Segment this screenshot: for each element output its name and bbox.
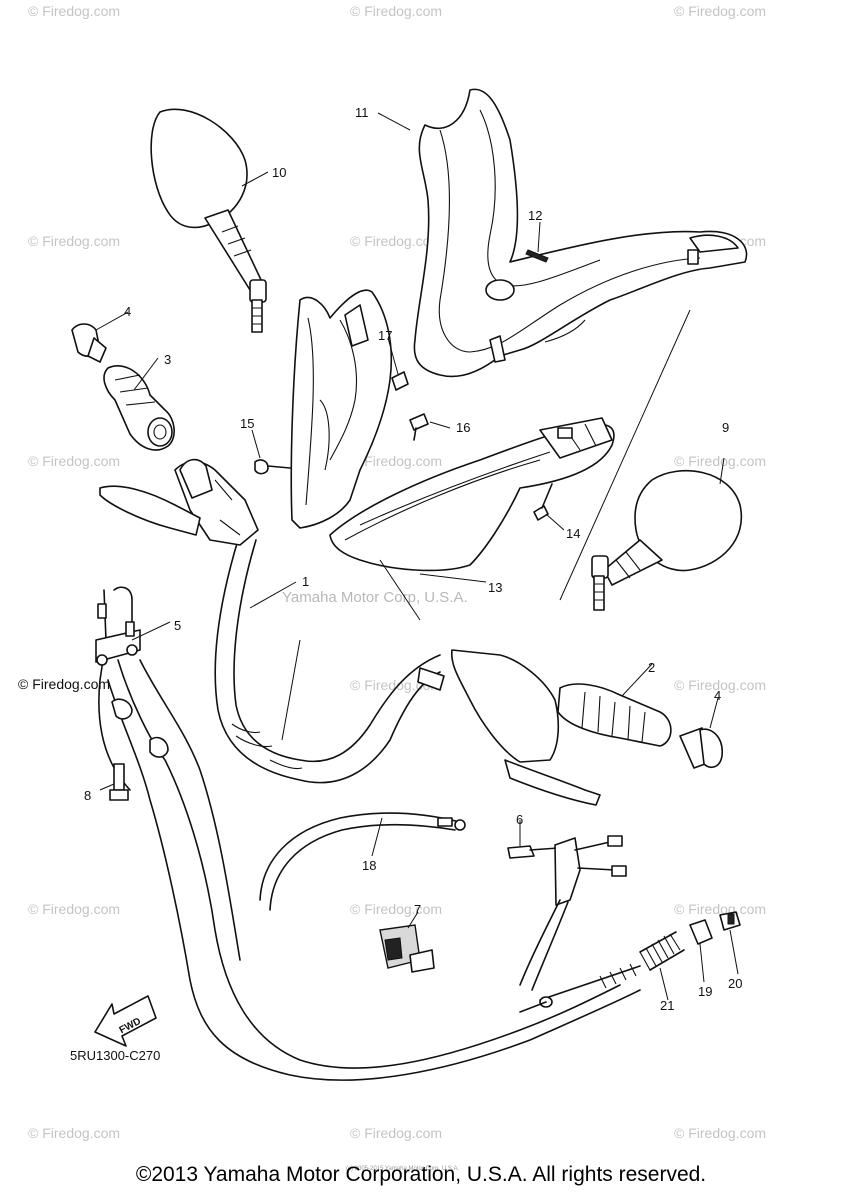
fwd-arrow-icon: FWD bbox=[94, 995, 157, 1047]
tiny-note: (c) 2005-2015 Yamaha Motor Corp, U.S.A. bbox=[346, 1166, 459, 1172]
spring-21 bbox=[639, 931, 685, 971]
switch-7 bbox=[379, 924, 435, 973]
right-grip-assembly bbox=[450, 649, 723, 806]
watermark: © Firedog.com bbox=[28, 901, 120, 917]
part-number: 17 bbox=[378, 328, 392, 343]
part-number: 4 bbox=[124, 304, 131, 319]
watermark-layer: © Firedog.com © Firedog.com © Firedog.co… bbox=[28, 3, 766, 1141]
mirror-left bbox=[150, 108, 267, 333]
part-number: 16 bbox=[456, 420, 470, 435]
corp-watermark: Yamaha Motor Corp, U.S.A. bbox=[282, 589, 468, 606]
screw-8 bbox=[109, 763, 129, 801]
part-number: 10 bbox=[272, 165, 286, 180]
part-number: 21 bbox=[660, 998, 674, 1013]
handlebar bbox=[214, 539, 445, 784]
watermark: © Firedog.com bbox=[350, 233, 442, 249]
part-number: 3 bbox=[164, 352, 171, 367]
watermark: © Firedog.com bbox=[28, 3, 120, 19]
lower-cover-13 bbox=[329, 417, 615, 572]
figure-code: 5RU1300-C270 bbox=[70, 1048, 160, 1063]
part-number: 7 bbox=[414, 902, 421, 917]
part-number: 9 bbox=[722, 420, 729, 435]
mirror-right bbox=[591, 469, 743, 611]
part-number: 13 bbox=[488, 580, 502, 595]
part-number: 19 bbox=[698, 984, 712, 999]
screw-12 bbox=[525, 249, 549, 263]
left-lever-assembly bbox=[99, 458, 259, 546]
part-number: 20 bbox=[728, 976, 742, 991]
watermark: © Firedog.com bbox=[350, 3, 442, 19]
part-number: 6 bbox=[516, 812, 523, 827]
watermark: © Firedog.com bbox=[674, 677, 766, 693]
part-number: 14 bbox=[566, 526, 580, 541]
watermark: © Firedog.com bbox=[350, 901, 442, 917]
watermark: © Firedog.com bbox=[674, 3, 766, 19]
screws bbox=[254, 371, 553, 521]
watermark: © Firedog.com bbox=[28, 233, 120, 249]
part-number-labels: 1 2 3 4 4 5 6 7 8 9 10 11 12 13 14 15 16… bbox=[84, 105, 742, 1013]
watermark: © Firedog.com bbox=[28, 1125, 120, 1141]
watermark: © Firedog.com bbox=[350, 453, 442, 469]
watermark: © Firedog.com bbox=[674, 453, 766, 469]
watermark: © Firedog.com bbox=[674, 901, 766, 917]
part-number: 1 bbox=[302, 574, 309, 589]
part-number: 4 bbox=[714, 688, 721, 703]
part-number: 15 bbox=[240, 416, 254, 431]
handlebar-cover-upper bbox=[413, 88, 748, 378]
watermark: © Firedog.com bbox=[28, 453, 120, 469]
front-cover-panel bbox=[290, 289, 393, 529]
part-number: 18 bbox=[362, 858, 376, 873]
watermark-left: © Firedog.com bbox=[18, 676, 111, 692]
watermark: © Firedog.com bbox=[674, 1125, 766, 1141]
copyright-footer: ©2013 Yamaha Motor Corporation, U.S.A. A… bbox=[135, 1163, 707, 1186]
throttle-end-parts bbox=[519, 911, 741, 1013]
leader-lines bbox=[95, 112, 739, 1001]
part-number: 11 bbox=[355, 105, 369, 120]
cables-left bbox=[95, 586, 641, 1081]
cable-junction-right bbox=[507, 835, 627, 991]
part-number: 2 bbox=[648, 660, 655, 675]
part-number: 5 bbox=[174, 618, 181, 633]
watermark: © Firedog.com bbox=[350, 1125, 442, 1141]
part-number: 12 bbox=[528, 208, 542, 223]
part-number: 8 bbox=[84, 788, 91, 803]
left-grip-parts bbox=[71, 323, 175, 451]
cable-18 bbox=[259, 812, 466, 911]
